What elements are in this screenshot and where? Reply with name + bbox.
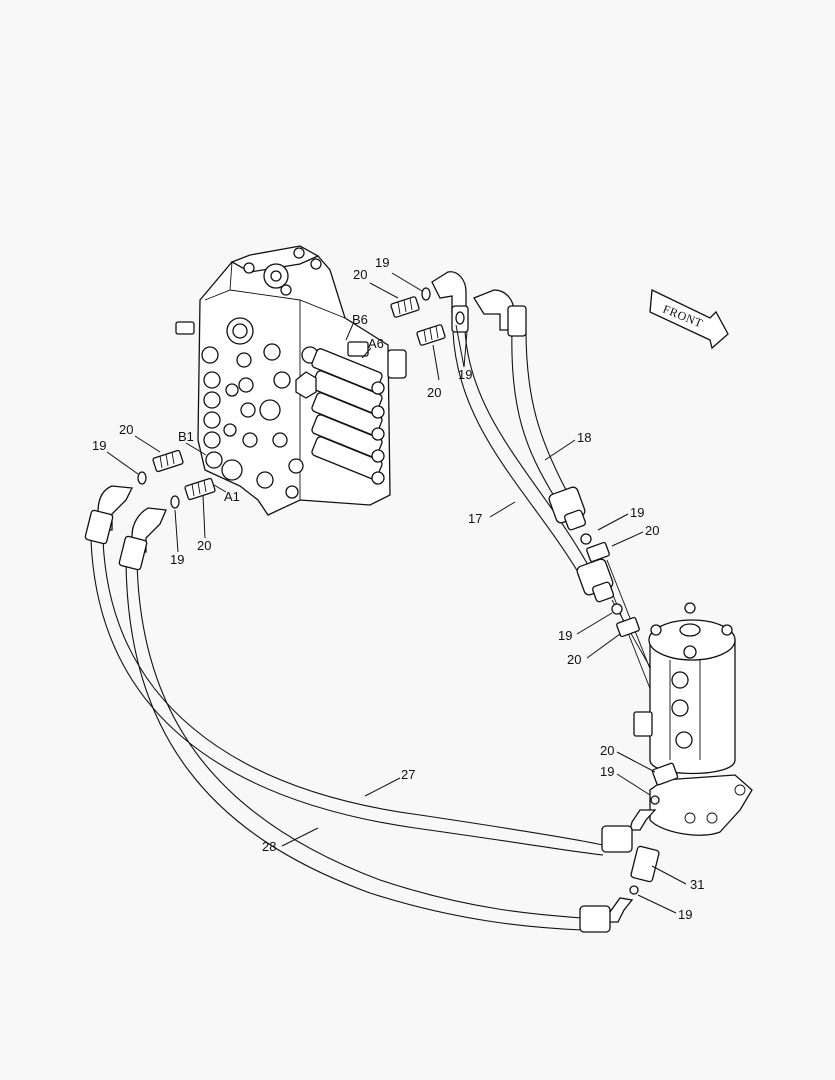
callout-17: 17 — [468, 511, 482, 526]
oring-19-a1 — [170, 495, 180, 509]
oring-19-mid-b — [611, 603, 623, 615]
callout-19: 19 — [558, 628, 572, 643]
callout-19: 19 — [170, 552, 184, 567]
callout-20: 20 — [427, 385, 441, 400]
front-arrow: FRONT — [649, 289, 729, 350]
oring-19-mid-a — [580, 533, 592, 545]
elbow-fitting-a1 — [118, 507, 167, 571]
fitting-20-b1 — [152, 449, 184, 473]
fitting-20-a6 — [416, 324, 446, 346]
port-label-b1: B1 — [178, 429, 194, 444]
callout-27: 27 — [401, 767, 415, 782]
callout-19: 19 — [600, 764, 614, 779]
callout-31: 31 — [690, 877, 704, 892]
hose-end-17 — [576, 558, 614, 603]
oring-19-b6 — [421, 287, 431, 301]
callout-19: 19 — [630, 505, 644, 520]
callout-20: 20 — [119, 422, 133, 437]
hose-18 — [511, 329, 567, 497]
callout-19: 19 — [458, 367, 472, 382]
callout-28: 28 — [262, 839, 276, 854]
callout-20: 20 — [600, 743, 614, 758]
hose-end-18 — [548, 486, 586, 531]
oring-19-a6 — [455, 311, 465, 325]
fitting-20-swivel — [651, 762, 679, 786]
oring-19-31 — [629, 885, 639, 895]
fitting-20-a1 — [184, 477, 216, 501]
leader-lines — [106, 272, 687, 914]
fitting-31 — [630, 845, 660, 883]
elbow-fitting-28 — [579, 897, 634, 933]
hose-17 — [452, 329, 589, 573]
oring-19-swivel — [650, 795, 660, 805]
fitting-20-mid-a — [586, 541, 610, 563]
elbow-fitting-a6 — [473, 289, 527, 337]
fitting-20-b6 — [390, 296, 420, 318]
callout-20: 20 — [197, 538, 211, 553]
callout-20: 20 — [567, 652, 581, 667]
control-valve — [175, 245, 407, 516]
callout-19: 19 — [375, 255, 389, 270]
callout-19: 19 — [92, 438, 106, 453]
port-label-a1: A1 — [224, 489, 240, 504]
elbow-fitting-b1 — [84, 485, 134, 545]
port-label-b6: B6 — [352, 312, 368, 327]
callout-18: 18 — [577, 430, 591, 445]
callout-19: 19 — [678, 907, 692, 922]
elbow-fitting-27 — [601, 809, 657, 853]
swivel-joint — [633, 602, 753, 836]
fitting-20-mid-b — [616, 616, 640, 638]
hose-27 — [90, 539, 604, 856]
hose-28 — [125, 559, 583, 931]
callout-20: 20 — [353, 267, 367, 282]
port-label-a6: A6 — [368, 336, 384, 351]
callout-20: 20 — [645, 523, 659, 538]
oring-19-b1 — [137, 471, 147, 485]
